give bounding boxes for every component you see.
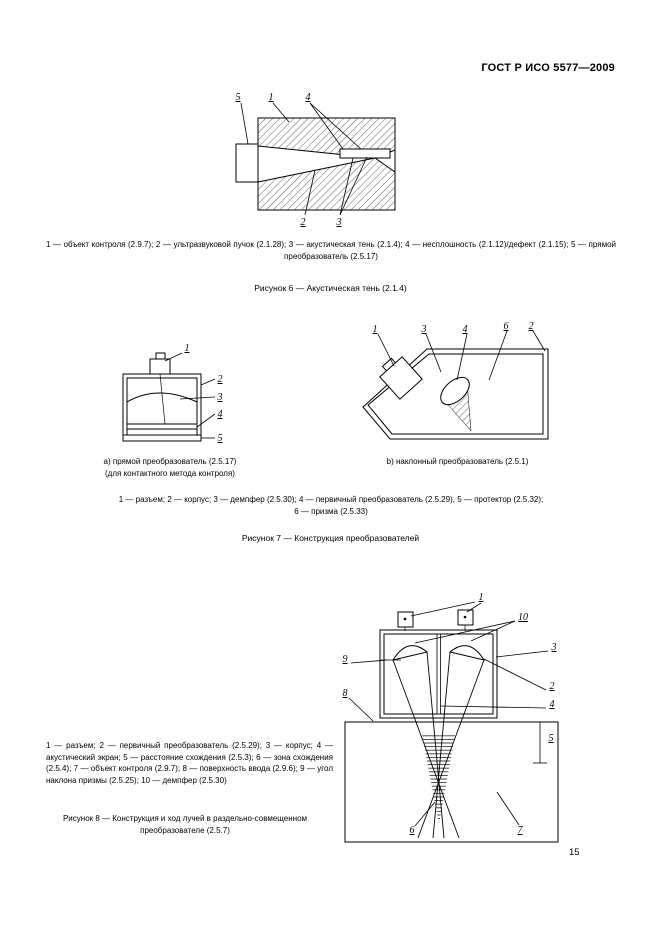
fig8-pos-label-7: 7 bbox=[518, 825, 524, 836]
fig7a-pos-label-1: 1 bbox=[185, 343, 190, 354]
figure7-title: Рисунок 7 — Конструкция преобразователей bbox=[241, 533, 420, 543]
figure8-legend: 1 — разъем; 2 — первичный преобразовател… bbox=[46, 741, 333, 785]
figure8-dual-element-probe-diagram: 1 10 9 3 2 4 8 5 6 7 bbox=[343, 592, 559, 843]
fig7a-pos-label-3: 3 bbox=[217, 392, 223, 403]
figure7-legend-line2: 6 — призма (2.5.33) bbox=[294, 507, 368, 516]
fig7a-wire bbox=[159, 373, 166, 425]
fig8-pos-label-6: 6 bbox=[410, 825, 415, 836]
fig8-acoustic-screen bbox=[436, 633, 441, 715]
fig8-pos-label-9: 9 bbox=[343, 654, 348, 665]
fig6-pos-label-4: 4 bbox=[306, 92, 311, 103]
fig7b-pos-label-3: 3 bbox=[421, 324, 427, 335]
figure7b-angle-probe-diagram: 1 3 4 6 2 bbox=[362, 321, 549, 440]
fig7b-pos-label-2: 2 bbox=[529, 321, 534, 332]
fig8-leader-lines bbox=[348, 601, 549, 827]
figure7-legend-line1: 1 — разъем; 2 — корпус; 3 — демпфер (2.5… bbox=[118, 495, 544, 504]
fig6-pos-label-2: 2 bbox=[301, 217, 306, 228]
fig6-leader-lines bbox=[240, 102, 368, 216]
fig8-damper-crystal-left bbox=[391, 645, 429, 661]
fig6-straight-probe bbox=[235, 143, 259, 183]
figure6-title: Рисунок 6 — Акустическая тень (2.1.4) bbox=[254, 283, 407, 293]
fig8-connector-right-pin bbox=[463, 615, 467, 619]
figure7a-caption-line1: а) прямой преобразователь (2.5.17) bbox=[103, 457, 237, 466]
fig7b-pos-label-1: 1 bbox=[373, 324, 378, 335]
figure7b-caption: b) наклонный преобразователь (2.5.1) bbox=[386, 457, 529, 466]
fig8-pos-label-2: 2 bbox=[550, 681, 555, 692]
fig8-dimension-bracket bbox=[533, 721, 547, 764]
fig8-connector-left-pin bbox=[403, 617, 407, 621]
fig7b-pos-label-4: 4 bbox=[463, 324, 468, 335]
fig7a-protector bbox=[122, 434, 202, 442]
fig7a-pos-label-5: 5 bbox=[218, 433, 223, 444]
fig7a-crystal bbox=[126, 423, 198, 430]
fig7a-leader-lines bbox=[164, 352, 216, 439]
figure7a-straight-probe-diagram: 1 2 3 4 5 bbox=[122, 343, 223, 444]
fig7a-pos-label-2: 2 bbox=[218, 374, 223, 385]
fig7b-pos-label-6: 6 bbox=[504, 321, 509, 332]
fig7a-pos-label-4: 4 bbox=[218, 409, 223, 420]
fig8-pos-label-10: 10 bbox=[518, 612, 528, 623]
figure7a-caption-line2: (для контактного метода контроля) bbox=[105, 469, 235, 478]
fig7a-damper-arc bbox=[126, 392, 198, 403]
fig8-beam-lines bbox=[392, 651, 485, 839]
fig7b-housing-inner bbox=[367, 353, 544, 435]
fig8-pos-label-1: 1 bbox=[479, 592, 484, 603]
fig8-pos-label-8: 8 bbox=[343, 688, 348, 699]
fig7b-damper-assembly bbox=[379, 356, 423, 400]
figure6-legend: 1 — объект контроля (2.9.7); 2 — ультраз… bbox=[46, 240, 616, 261]
doc-number-header: ГОСТ Р ИСО 5577—2009 bbox=[481, 62, 615, 74]
fig8-pos-label-4: 4 bbox=[550, 699, 555, 710]
fig8-pos-label-5: 5 bbox=[549, 733, 554, 744]
fig7b-crystal bbox=[440, 376, 470, 406]
fig6-pos-label-1: 1 bbox=[269, 92, 274, 103]
figure8-title: Рисунок 8 — Конструкция и ход лучей в ра… bbox=[62, 814, 308, 835]
fig6-defect-slot bbox=[339, 148, 391, 159]
page-number: 15 bbox=[569, 847, 580, 858]
figure6-acoustic-shadow-diagram: 5 1 4 2 3 bbox=[235, 92, 396, 228]
fig7b-leader-lines bbox=[377, 330, 546, 381]
fig7a-connector bbox=[149, 358, 171, 375]
fig6-pos-label-3: 3 bbox=[336, 217, 342, 228]
fig8-pos-label-3: 3 bbox=[551, 642, 557, 653]
fig7b-damper-block bbox=[379, 356, 423, 400]
fig7a-connector-tip bbox=[155, 352, 166, 360]
fig8-damper-crystal-right bbox=[448, 645, 486, 661]
fig7a-housing-outer bbox=[122, 373, 202, 442]
fig6-pos-label-5: 5 bbox=[236, 92, 241, 103]
